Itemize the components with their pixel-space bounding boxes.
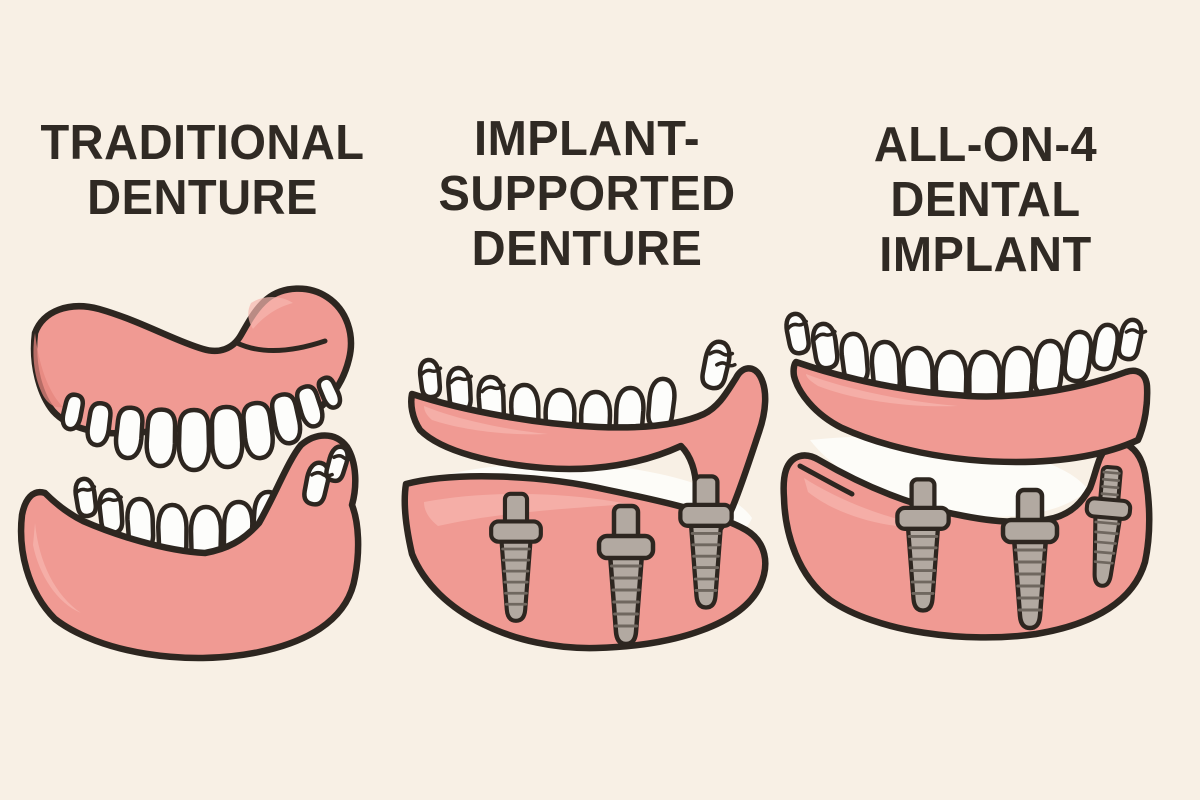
tooth [809,320,841,372]
lower-jaw [780,439,1153,641]
traditional-denture-illustration [17,285,362,662]
title-line: SUPPORTED [438,166,736,221]
tooth [72,476,99,519]
tooth [1060,328,1096,385]
title-line: DENTURE [87,170,318,225]
upper-denture [30,285,355,470]
panel-traditional-denture: TRADITIONAL DENTURE [5,100,400,760]
gum-ridge [401,473,769,652]
title-line: DENTAL IMPLANT [879,172,1092,282]
ridge-curl-crease [797,463,855,497]
tooth [782,310,813,357]
tooth [179,410,209,470]
lower-denture [17,432,362,662]
tooth [84,400,114,449]
panel-title-implant-supported: IMPLANT- SUPPORTED DENTURE [406,112,769,277]
tooth [1115,316,1146,363]
title-line: DENTURE [471,221,703,276]
title-line: IMPLANT- [474,112,700,166]
panel-all-on-4-dental-implant: ALL-ON-4 DENTAL IMPLANT [778,100,1193,760]
tooth [146,409,176,466]
tooth [417,357,443,400]
floating-denture [408,337,769,544]
tooth [211,407,243,468]
palate-crease [234,338,328,353]
panel-title-traditional: TRADITIONAL DENTURE [13,116,392,226]
full-arch-denture [782,310,1151,466]
title-line: ALL-ON-4 [873,118,1098,172]
title-line: TRADITIONAL [40,116,365,170]
all-on-4-illustration [780,310,1153,641]
tooth [1089,321,1122,373]
panel-title-all-on-4: ALL-ON-4 DENTAL IMPLANT [786,118,1184,283]
tooth [242,402,275,460]
implant-supported-denture-illustration [401,337,769,652]
panel-implant-supported-denture: IMPLANT- SUPPORTED DENTURE [398,100,776,760]
tooth [112,404,146,461]
